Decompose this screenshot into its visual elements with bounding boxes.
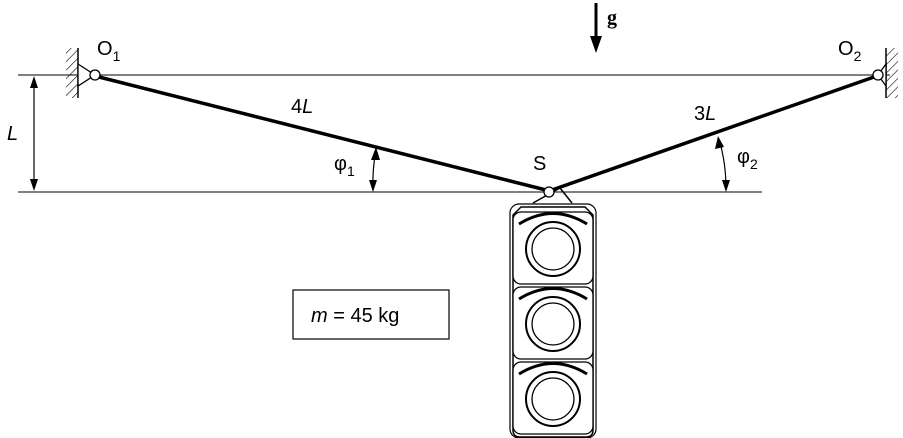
label-o2: O2	[838, 38, 862, 64]
label-o1: O1	[97, 38, 121, 64]
left-wall-support	[66, 48, 101, 98]
label-phi1: φ1	[334, 153, 355, 179]
gravity-arrow	[590, 3, 602, 53]
rope-right	[551, 75, 875, 192]
label-rope-right: 3L	[694, 103, 716, 125]
length-dimension-arrow	[30, 76, 38, 191]
right-wall-support	[872, 48, 898, 98]
angle-phi1-arrow	[369, 147, 380, 192]
label-length: L	[7, 123, 18, 145]
label-point-s: S	[533, 153, 546, 175]
mass-box	[292, 289, 450, 340]
angle-phi2-arrow	[715, 136, 730, 192]
label-rope-left: 4L	[291, 96, 313, 118]
label-mass: m = 45 kg	[311, 305, 399, 327]
pin-s	[543, 186, 555, 198]
label-phi2: φ2	[737, 146, 758, 172]
label-gravity: g	[607, 7, 617, 29]
rope-left	[98, 75, 547, 192]
traffic-light	[509, 187, 597, 438]
